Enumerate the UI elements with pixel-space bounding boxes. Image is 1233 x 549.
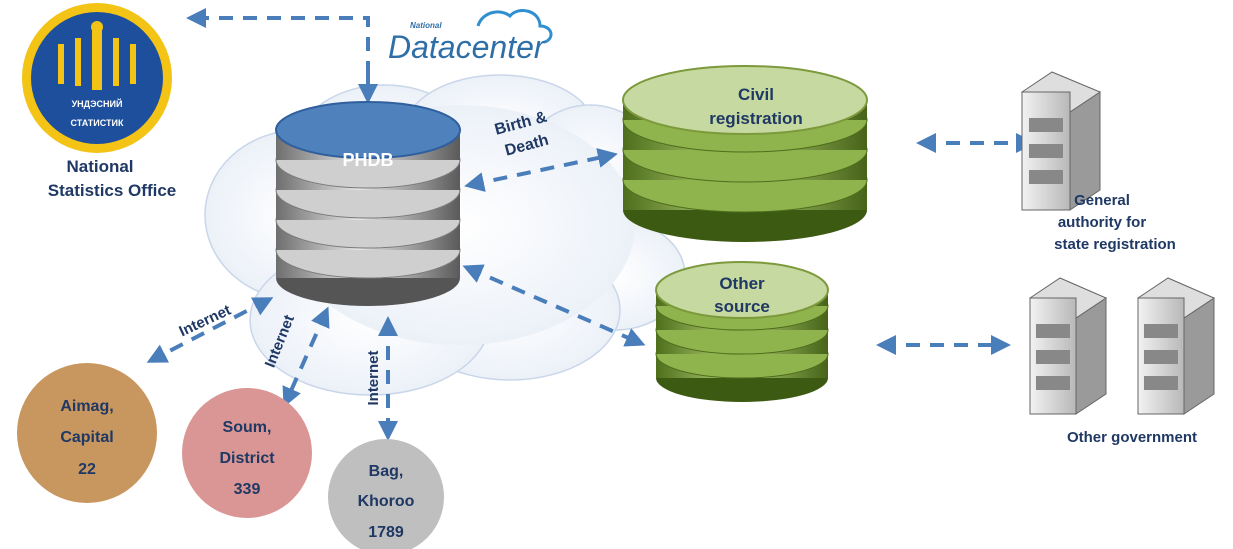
aimag-count: 22 [78,461,96,478]
other-source-label-line2: source [714,297,770,316]
internet-label-aimag: Internet [177,302,234,341]
arrow-datacenter-to-nso [186,8,370,75]
seal-text-top: УНДЭСНИЙ [72,98,123,109]
phdb-label: PHDB [342,150,393,170]
other-source-database-icon [655,261,829,402]
gasr-label-line2: authority for [1058,214,1146,231]
internet-label-bag: Internet [365,350,382,405]
arrow-phdb-civil [464,148,618,192]
aimag-label-line1: Aimag, [60,398,113,415]
building-icon-other-gov-1 [1028,277,1108,415]
bag-khoroo-circle [328,439,444,549]
aimag-label-line2: Capital [60,429,113,446]
bag-label-line2: Khoroo [358,493,415,510]
civil-label-line1: Civil [738,85,774,104]
civil-label-line2: registration [709,109,803,128]
civil-registration-database-icon [622,65,868,242]
datacenter-logo: National Datacenter [388,9,553,65]
soum-count: 339 [234,481,261,498]
gasr-label-line3: state registration [1054,236,1176,253]
soum-label-line1: Soum, [223,419,272,436]
bag-label-line1: Bag, [369,463,404,480]
aimag-capital-circle [17,363,157,503]
building-icon-other-gov-2 [1136,277,1216,415]
nso-label-line1: National [66,157,133,176]
soum-label-line2: District [219,450,275,467]
arrow-phdb-aimag [146,297,274,363]
datacenter-logo-text: Datacenter [388,29,546,65]
gasr-label-line1: General [1074,192,1130,209]
nso-seal-logo: УНДЭСНИЙ СТАТИСТИК [22,3,172,153]
arrow-phdb-soum [282,306,330,408]
arrow-phdb-other-source [462,264,646,347]
datacenter-logo-small-text: National [410,21,442,30]
other-government-label: Other government [1067,429,1197,446]
phdb-database-icon [275,101,461,306]
bag-count: 1789 [368,524,404,541]
connection-arrows [146,8,1036,441]
building-icon-gasr [1020,71,1102,211]
other-source-label-line1: Other [719,274,765,293]
seal-text-bottom: СТАТИСТИК [71,118,124,128]
nso-label-line2: Statistics Office [48,181,177,200]
soum-district-circle [182,388,312,518]
